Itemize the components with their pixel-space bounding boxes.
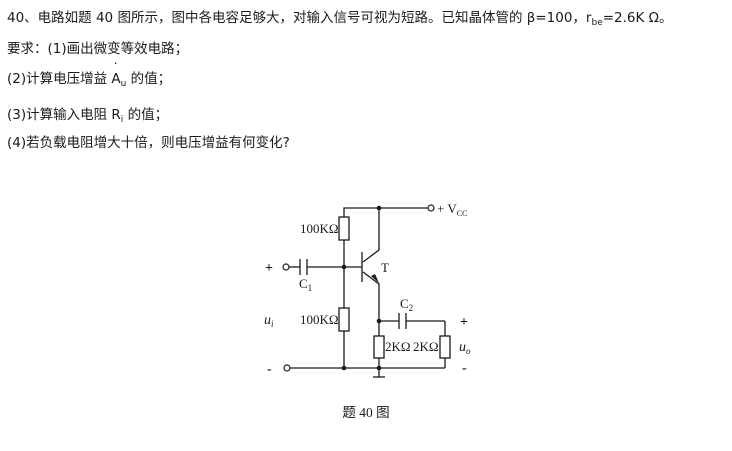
label-output-plus: + [460, 315, 468, 330]
requirement-1: 要求：(1)画出微变等效电路； [7, 41, 189, 57]
question-text: 40、电路如题 40 图所示，图中各电容足够大，对输入信号可视为短路。已知晶体管… [7, 10, 592, 26]
capacitor-c2 [398, 313, 407, 329]
capacitor-c1 [299, 259, 308, 275]
resistor-bottom [338, 307, 350, 332]
label-transistor: T [381, 260, 389, 275]
input-plus-terminal [282, 263, 290, 271]
question-line-3: (2)计算电压增益 Au 的值； [7, 61, 172, 93]
question-line-5: (4)若负载电阻增大十倍，则电压增益有何变化? [7, 134, 290, 152]
label-c2: C2 [400, 296, 413, 313]
label-input-voltage: ui [264, 313, 274, 329]
emitter-arrow-icon [371, 274, 379, 283]
input-minus-terminal [283, 364, 291, 372]
requirement-3: (3)计算输入电阻 R [7, 107, 121, 123]
question-line-2: 要求：(1)画出微变等效电路； [7, 40, 188, 58]
figure-caption: 题 40 图 [342, 405, 389, 420]
resistor-emitter [373, 335, 385, 359]
label-r-emitter: 2KΩ [385, 339, 411, 354]
label-r-top: 100KΩ [300, 221, 339, 236]
requirement-3-tail: 的值； [123, 107, 169, 123]
label-r-load: 2KΩ [413, 339, 439, 354]
junction-dots [341, 205, 382, 371]
resistor-top [338, 216, 350, 241]
voltage-gain-subscript: u [120, 79, 127, 89]
label-input-plus: + [265, 261, 273, 276]
question-line-1: 40、电路如题 40 图所示，图中各电容足够大，对输入信号可视为短路。已知晶体管… [7, 9, 672, 32]
requirement-2: (2)计算电压增益 [7, 71, 112, 87]
requirement-2-tail: 的值； [126, 71, 172, 87]
circuit-wires [289, 207, 446, 378]
label-c1: C1 [299, 276, 312, 293]
label-output-voltage: uo [459, 340, 471, 356]
question-text-tail: =2.6K Ω。 [602, 10, 673, 26]
input-resistance-subscript: i [120, 115, 124, 125]
requirement-4: (4)若负载电阻增大十倍，则电压增益有何变化? [7, 135, 290, 151]
label-output-minus: - [462, 361, 467, 376]
label-input-minus: - [267, 362, 272, 377]
voltage-gain-symbol: A [111, 61, 120, 88]
label-r-bottom: 100KΩ [300, 312, 339, 327]
resistor-load [439, 335, 451, 359]
label-vcc: + VCC [437, 201, 467, 218]
vcc-terminal [427, 204, 435, 212]
rbe-subscript: be [591, 18, 603, 28]
question-line-4: (3)计算输入电阻 Ri 的值； [7, 106, 168, 129]
